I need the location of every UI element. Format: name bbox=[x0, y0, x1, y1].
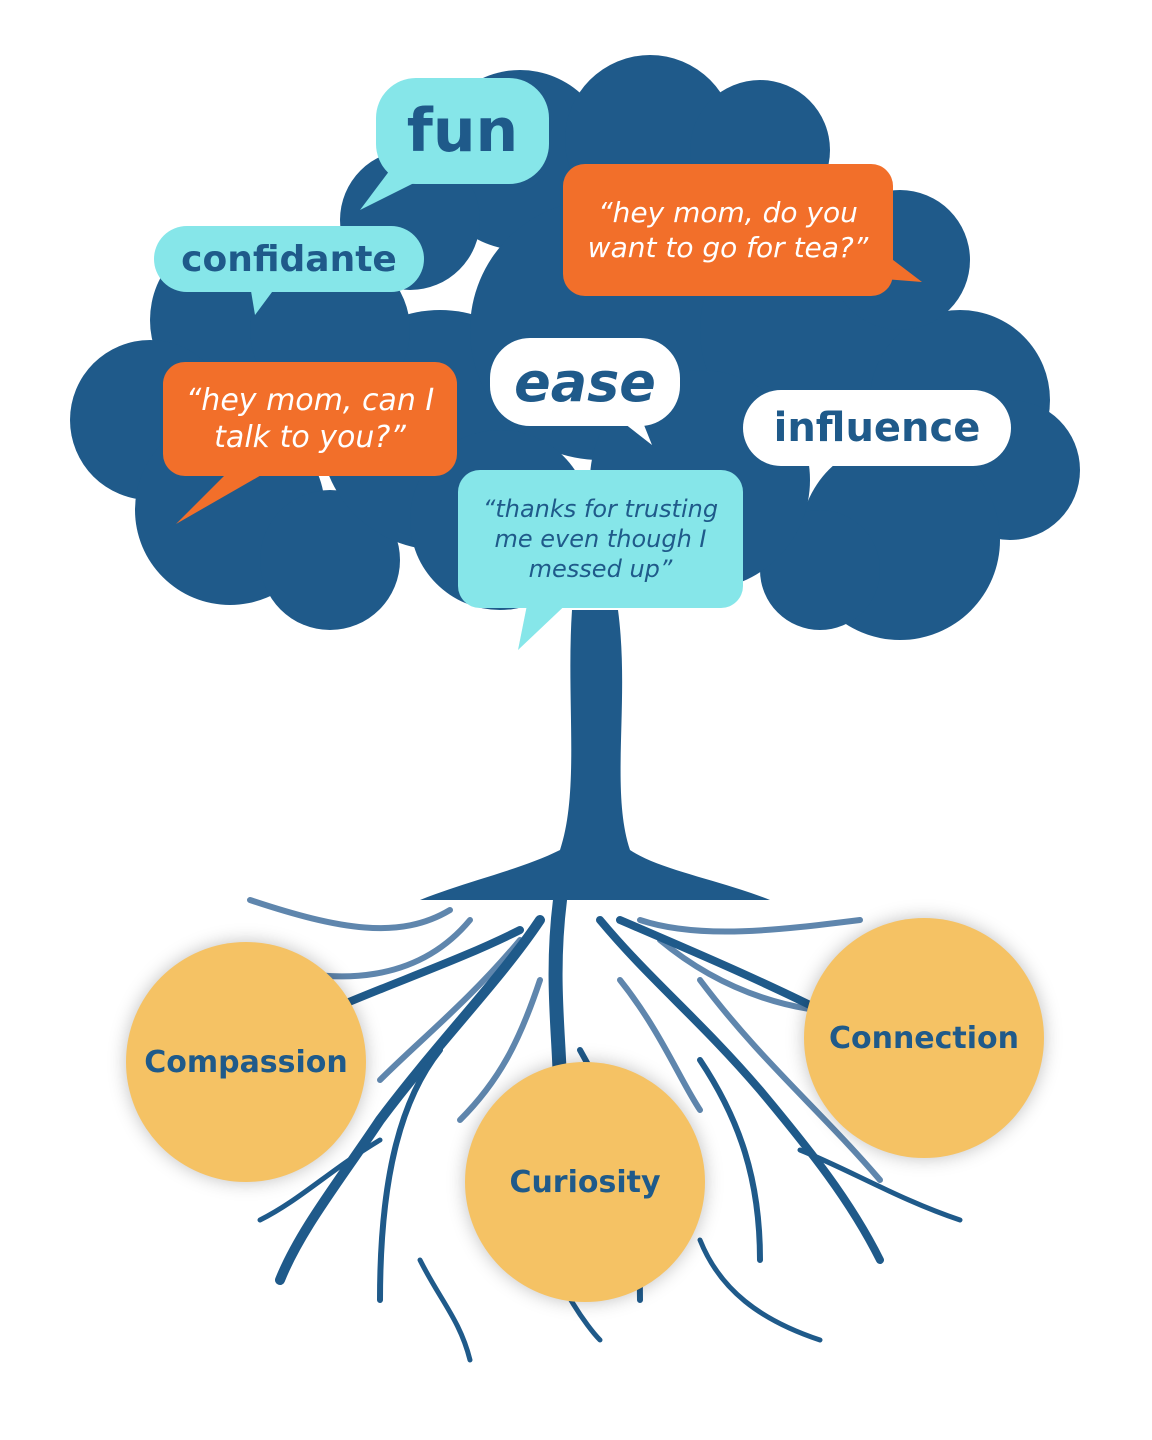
roots-light bbox=[247, 897, 883, 1183]
quote-bubble-talk: “hey mom, can I talk to you?” bbox=[163, 362, 457, 476]
root-circle-curiosity: Curiosity bbox=[465, 1062, 705, 1302]
word-bubble-influence: influence bbox=[743, 390, 1011, 466]
word-confidante: confidante bbox=[181, 238, 397, 280]
root-label-compassion: Compassion bbox=[144, 1044, 348, 1080]
word-bubble-fun: fun bbox=[376, 78, 549, 184]
quote-talk-line-2: talk to you?” bbox=[214, 420, 406, 455]
quote-tea-line-1: “hey mom, do you bbox=[598, 196, 858, 229]
bubble-tail-confidante bbox=[250, 285, 275, 315]
word-fun: fun bbox=[406, 96, 519, 166]
quote-tea-line-2: want to go for tea?” bbox=[587, 231, 869, 264]
roots-dark bbox=[257, 893, 963, 1363]
quote-bubble-trusting: “thanks for trusting me even though I me… bbox=[458, 470, 743, 608]
word-influence: influence bbox=[773, 405, 981, 451]
word-bubble-confidante: confidante bbox=[154, 226, 424, 292]
root-label-curiosity: Curiosity bbox=[509, 1164, 661, 1200]
root-circle-connection: Connection bbox=[804, 918, 1044, 1158]
quote-talk-line-1: “hey mom, can I bbox=[185, 382, 435, 418]
root-label-connection: Connection bbox=[828, 1020, 1020, 1056]
tree-trunk bbox=[420, 610, 770, 900]
root-circle-compassion: Compassion bbox=[126, 942, 366, 1182]
word-bubble-ease: ease bbox=[490, 338, 680, 426]
quote-trusting-line-3: messed up” bbox=[528, 555, 673, 583]
word-ease: ease bbox=[514, 350, 656, 414]
quote-trusting-line-2: me even though I bbox=[494, 525, 707, 553]
quote-bubble-tea: “hey mom, do you want to go for tea?” bbox=[563, 164, 893, 296]
bubble-tail-talk bbox=[176, 470, 270, 524]
quote-trusting-line-1: “thanks for trusting bbox=[482, 495, 719, 523]
